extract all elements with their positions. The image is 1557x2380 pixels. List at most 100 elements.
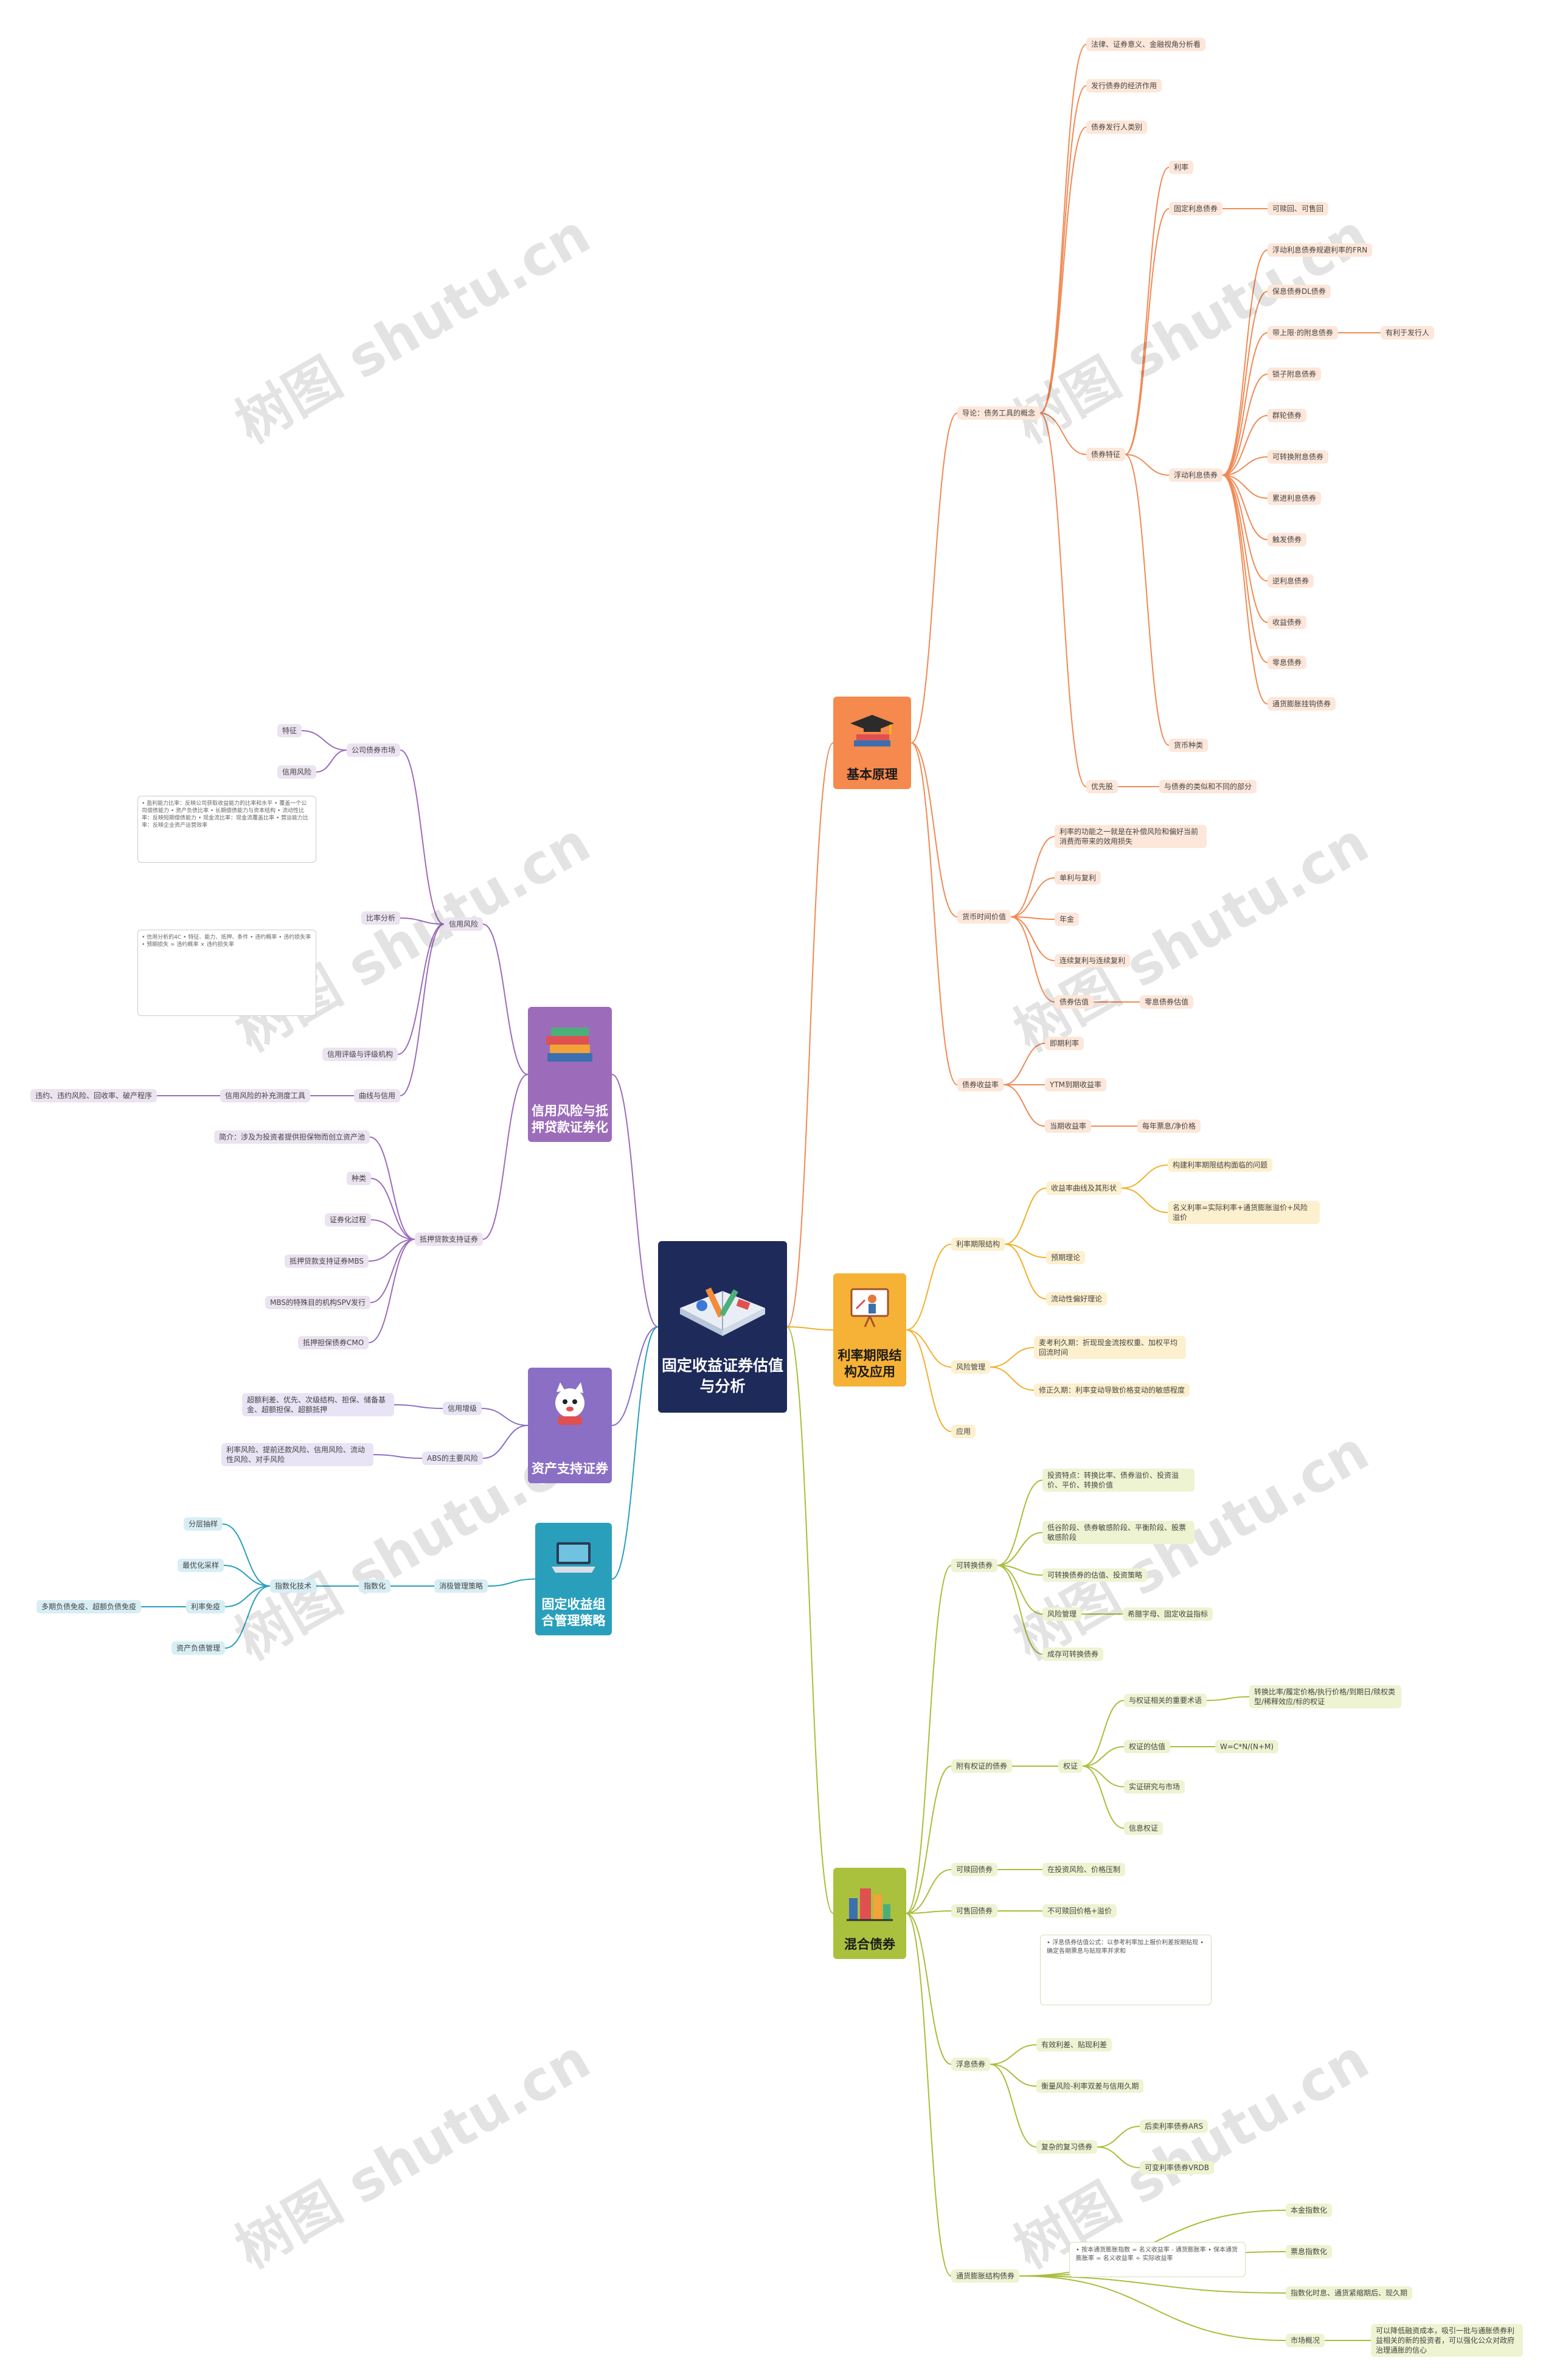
node-h10[interactable]: 与权证相关的重要术语 [1124, 1694, 1207, 1707]
node-h9[interactable]: 权证 [1058, 1759, 1083, 1773]
node-c3[interactable]: 信用风险 [277, 765, 317, 779]
node-h29[interactable]: 指数化时息、通货紧缩期后、现久期 [1286, 2286, 1413, 2300]
node-h17[interactable]: 在投资风险、价格压制 [1042, 1863, 1126, 1876]
node-a2[interactable]: 超额利差、优先、次级结构、担保、储备基金、超额担保、超额抵押 [242, 1393, 394, 1416]
node-h1[interactable]: 可转换债券 [951, 1559, 998, 1572]
node-h2[interactable]: 投资特点：转换比率、债券溢价、投资溢价、平价、转换价值 [1042, 1469, 1195, 1492]
node-t10[interactable]: 应用 [951, 1425, 976, 1438]
node-h12[interactable]: 权证的估值 [1124, 1740, 1171, 1753]
node-a4[interactable]: 利率风险、提前还款风险、信用风险、流动性风险、对手风险 [221, 1443, 373, 1466]
node-c13[interactable]: 证券化过程 [325, 1213, 372, 1227]
node-h21[interactable]: 有效利差、贴现利差 [1036, 2038, 1112, 2051]
node-b10[interactable]: 浮动利息债券规避利率的FRN [1267, 243, 1373, 257]
node-a3[interactable]: ABS的主要风险 [422, 1452, 483, 1465]
node-p6[interactable]: 利率免疫 [186, 1600, 226, 1613]
node-c12[interactable]: 种类 [347, 1172, 372, 1185]
node-t7[interactable]: 风险管理 [951, 1360, 991, 1374]
node-b9[interactable]: 浮动利息债券 [1169, 468, 1223, 482]
node-b17[interactable]: 累进利息债券 [1267, 492, 1322, 505]
node-b27[interactable]: 利率的功能之一就是在补偿风险和偏好当前消费而带来的效用损失 [1055, 825, 1207, 848]
node-c14[interactable]: 抵押贷款支持证券MBS [285, 1254, 369, 1268]
node-h24[interactable]: 后卖利率债券ARS [1140, 2120, 1208, 2133]
node-b32[interactable]: 零息债券估值 [1140, 995, 1194, 1009]
node-c2[interactable]: 特征 [277, 724, 302, 737]
node-p2[interactable]: 指数化 [359, 1579, 391, 1593]
node-p8[interactable]: 资产负债管理 [172, 1641, 226, 1655]
node-b37[interactable]: 每年票息/净价格 [1137, 1119, 1201, 1133]
node-h8[interactable]: 附有权证的债券 [951, 1759, 1013, 1773]
node-h26[interactable]: 通货膨胀结构债券 [951, 2269, 1020, 2283]
node-t6[interactable]: 流动性偏好理论 [1046, 1292, 1108, 1306]
node-b13[interactable]: 有利于发行人 [1381, 326, 1435, 339]
node-p4[interactable]: 分层抽样 [184, 1517, 223, 1531]
node-h4[interactable]: 可转换债券的估值、投资策略 [1042, 1568, 1148, 1582]
node-h31[interactable]: 可以降低融资成本，吸引一批与通胀债券利益相关的新的投资者，可以强化公众对政府治理… [1371, 2324, 1523, 2357]
node-h13[interactable]: W=C*N/(N+M) [1215, 1740, 1279, 1753]
node-h18[interactable]: 可售回债券 [951, 1904, 998, 1918]
node-b11[interactable]: 保息债券DL债券 [1267, 285, 1331, 298]
node-h30[interactable]: 市场概况 [1286, 2334, 1325, 2347]
node-h7[interactable]: 成存可转换债券 [1042, 1648, 1104, 1661]
node-b24[interactable]: 优先股 [1086, 780, 1118, 793]
topic-portfolio[interactable]: 固定收益组合管理策略 [535, 1523, 612, 1635]
node-c10[interactable]: 抵押贷款支持证券 [415, 1233, 484, 1246]
node-t1[interactable]: 利率期限结构 [951, 1237, 1005, 1251]
node-b29[interactable]: 年金 [1055, 913, 1080, 926]
topic-hybrid[interactable]: 混合债券 [833, 1868, 906, 1959]
topic-term[interactable]: 利率期限结构及应用 [833, 1273, 906, 1387]
node-h15[interactable]: 信息权证 [1124, 1822, 1163, 1835]
node-b1[interactable]: 法律、证券意义、金融视角分析看 [1086, 38, 1206, 51]
node-c5[interactable]: 比率分析 [361, 911, 401, 925]
node-b6[interactable]: 利率 [1169, 161, 1194, 174]
node-b30[interactable]: 连续复利与连续复利 [1055, 954, 1131, 967]
node-c4[interactable]: 信用风险 [444, 917, 484, 931]
node-h14[interactable]: 实证研究与市场 [1124, 1780, 1185, 1794]
node-t5[interactable]: 预期理论 [1046, 1251, 1086, 1264]
node-p5[interactable]: 最优化采样 [178, 1559, 224, 1572]
node-b2[interactable]: 发行债券的经济作用 [1086, 79, 1162, 92]
node-h19[interactable]: 不可赎回价格+溢价 [1042, 1904, 1117, 1918]
node-c16[interactable]: 抵押担保债券CMO [298, 1336, 369, 1349]
node-b23[interactable]: 货币种类 [1169, 739, 1208, 752]
node-h27[interactable]: 本金指数化 [1286, 2204, 1333, 2217]
node-c6[interactable]: 信用评级与评级机构 [322, 1048, 398, 1061]
node-p1[interactable]: 消极管理策略 [434, 1579, 488, 1593]
node-b7[interactable]: 固定利息债券 [1169, 202, 1223, 215]
node-h6[interactable]: 希腊字母、固定收益指标 [1123, 1607, 1213, 1621]
node-c8[interactable]: 信用风险的补充测度工具 [220, 1089, 311, 1102]
node-b31[interactable]: 债券估值 [1055, 995, 1094, 1009]
node-b22[interactable]: 通货膨胀挂钩债券 [1267, 697, 1336, 711]
node-b26[interactable]: 货币时间价值 [957, 910, 1011, 924]
node-c7[interactable]: 违约、违约风险、回收率、破产程序 [30, 1089, 158, 1102]
node-h28[interactable]: 票息指数化 [1286, 2245, 1333, 2258]
node-b25[interactable]: 与债券的类似和不同的部分 [1159, 780, 1257, 793]
node-c9[interactable]: 曲线与信用 [354, 1089, 401, 1102]
node-h5[interactable]: 风险管理 [1042, 1607, 1082, 1621]
node-h16[interactable]: 可赎回债券 [951, 1863, 998, 1876]
node-b18[interactable]: 触发债券 [1267, 533, 1307, 546]
node-b14[interactable]: 锁子附息债券 [1267, 367, 1322, 381]
node-h20[interactable]: 浮息债券 [951, 2058, 991, 2071]
node-h25[interactable]: 可变利率债券VRDB [1140, 2161, 1215, 2174]
node-b33[interactable]: 债券收益率 [957, 1078, 1004, 1091]
node-b15[interactable]: 群轮债券 [1267, 409, 1307, 422]
node-b28[interactable]: 单利与复利 [1055, 871, 1101, 885]
node-b20[interactable]: 收益债券 [1267, 616, 1307, 629]
node-h23[interactable]: 复杂的复习债券 [1036, 2140, 1098, 2154]
node-h22[interactable]: 衡量风险-利率双差与信用久期 [1036, 2079, 1144, 2093]
node-b3[interactable]: 债券发行人类别 [1086, 120, 1148, 134]
node-t9[interactable]: 修正久期：利率变动导致价格变动的敏感程度 [1034, 1383, 1190, 1397]
node-h3[interactable]: 低谷阶段、债券敏感阶段、平衡阶段、股票敏感阶段 [1042, 1521, 1195, 1544]
node-t4[interactable]: 名义利率=实际利率+通货膨胀溢价+风险溢价 [1168, 1201, 1320, 1224]
node-h11[interactable]: 转换比率/履定价格/执行价格/到期日/赎权类型/稀释效应/标的权证 [1249, 1685, 1401, 1708]
topic-abs[interactable]: 资产支持证券 [528, 1368, 612, 1483]
node-c11[interactable]: 简介：涉及为投资者提供担保物而创立资产池 [214, 1130, 370, 1144]
node-p7[interactable]: 多期负债免疫、超额负债免疫 [36, 1600, 142, 1613]
node-b34[interactable]: 即期利率 [1045, 1037, 1084, 1050]
node-b35[interactable]: YTM到期收益率 [1045, 1078, 1107, 1091]
node-b16[interactable]: 可转换附息债券 [1267, 450, 1329, 464]
node-b36[interactable]: 当期收益率 [1045, 1119, 1092, 1133]
node-c1[interactable]: 公司债券市场 [347, 743, 401, 757]
node-t3[interactable]: 构建利率期限结构面临的问题 [1168, 1158, 1273, 1172]
central-topic[interactable]: 固定收益证券估值与分析 [658, 1241, 787, 1413]
